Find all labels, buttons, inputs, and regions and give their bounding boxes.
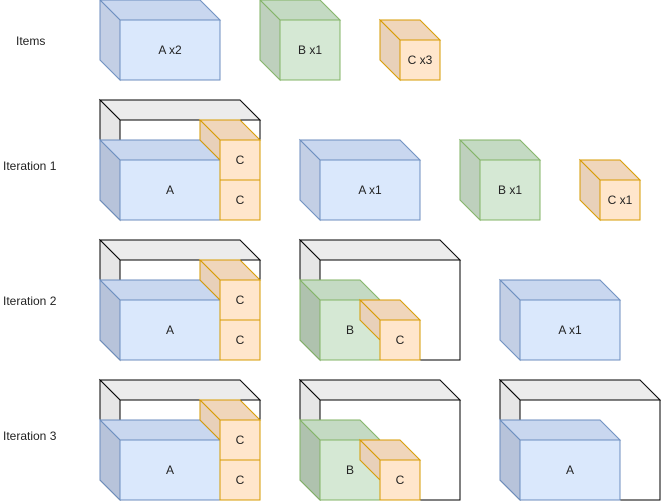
item-label-c: C x3 <box>408 53 433 67</box>
item-label-b: B x1 <box>298 43 322 57</box>
iteration-3-container-3-a-label: A <box>566 463 574 477</box>
row-label-iteration-2: Iteration 2 <box>3 294 57 308</box>
iteration-3-container-1-c-bottom-label: C <box>236 473 245 487</box>
iteration-1-container-c-bottom-label: C <box>236 193 245 207</box>
row-label-iteration-3: Iteration 3 <box>3 429 57 443</box>
iteration-1-remaining-c-label: C x1 <box>608 193 633 207</box>
row-label-iteration-1: Iteration 1 <box>3 159 57 173</box>
iteration-1-container-a-label: A <box>166 183 174 197</box>
iteration-3-container-2-b-label: B <box>346 463 354 477</box>
row-label-items: Items <box>16 34 45 48</box>
iteration-3-container-2-c-label: C <box>396 473 405 487</box>
iteration-2-container-2-c-label: C <box>396 333 405 347</box>
item-cube-b: B x1 <box>259 0 342 82</box>
iteration-3-container-1-c-top-label: C <box>236 433 245 447</box>
iteration-1-remaining-a: A x1 <box>298 138 422 222</box>
iteration-1-remaining-b-label: B x1 <box>498 183 522 197</box>
iteration-2-container-1: A C C <box>98 238 262 362</box>
iteration-1-container-c-top-label: C <box>236 153 245 167</box>
item-cube-c: C x3 <box>378 18 442 82</box>
iteration-3-container-2: B C <box>298 378 462 501</box>
iteration-2-container-1-a-label: A <box>166 323 174 337</box>
iteration-2-remaining-a: A x1 <box>498 278 622 362</box>
iteration-1-remaining-c: C x1 <box>578 158 642 222</box>
iteration-2-container-2: B C <box>298 238 462 362</box>
iteration-1-remaining-b: B x1 <box>458 138 542 222</box>
iteration-3-container-1-a-label: A <box>166 463 174 477</box>
iteration-2-container-2-b-label: B <box>346 323 354 337</box>
iteration-1-container: A C C <box>98 98 262 222</box>
iteration-2-container-1-c-top-label: C <box>236 293 245 307</box>
iteration-3-container-1: A C C <box>98 378 262 501</box>
iteration-1-remaining-a-label: A x1 <box>358 183 382 197</box>
item-cube-a: A x2 <box>99 0 222 82</box>
iteration-2-remaining-a-label: A x1 <box>558 323 582 337</box>
iteration-2-container-1-c-bottom-label: C <box>236 333 245 347</box>
item-label-a: A x2 <box>158 43 182 57</box>
iteration-3-container-3: A <box>498 378 661 501</box>
